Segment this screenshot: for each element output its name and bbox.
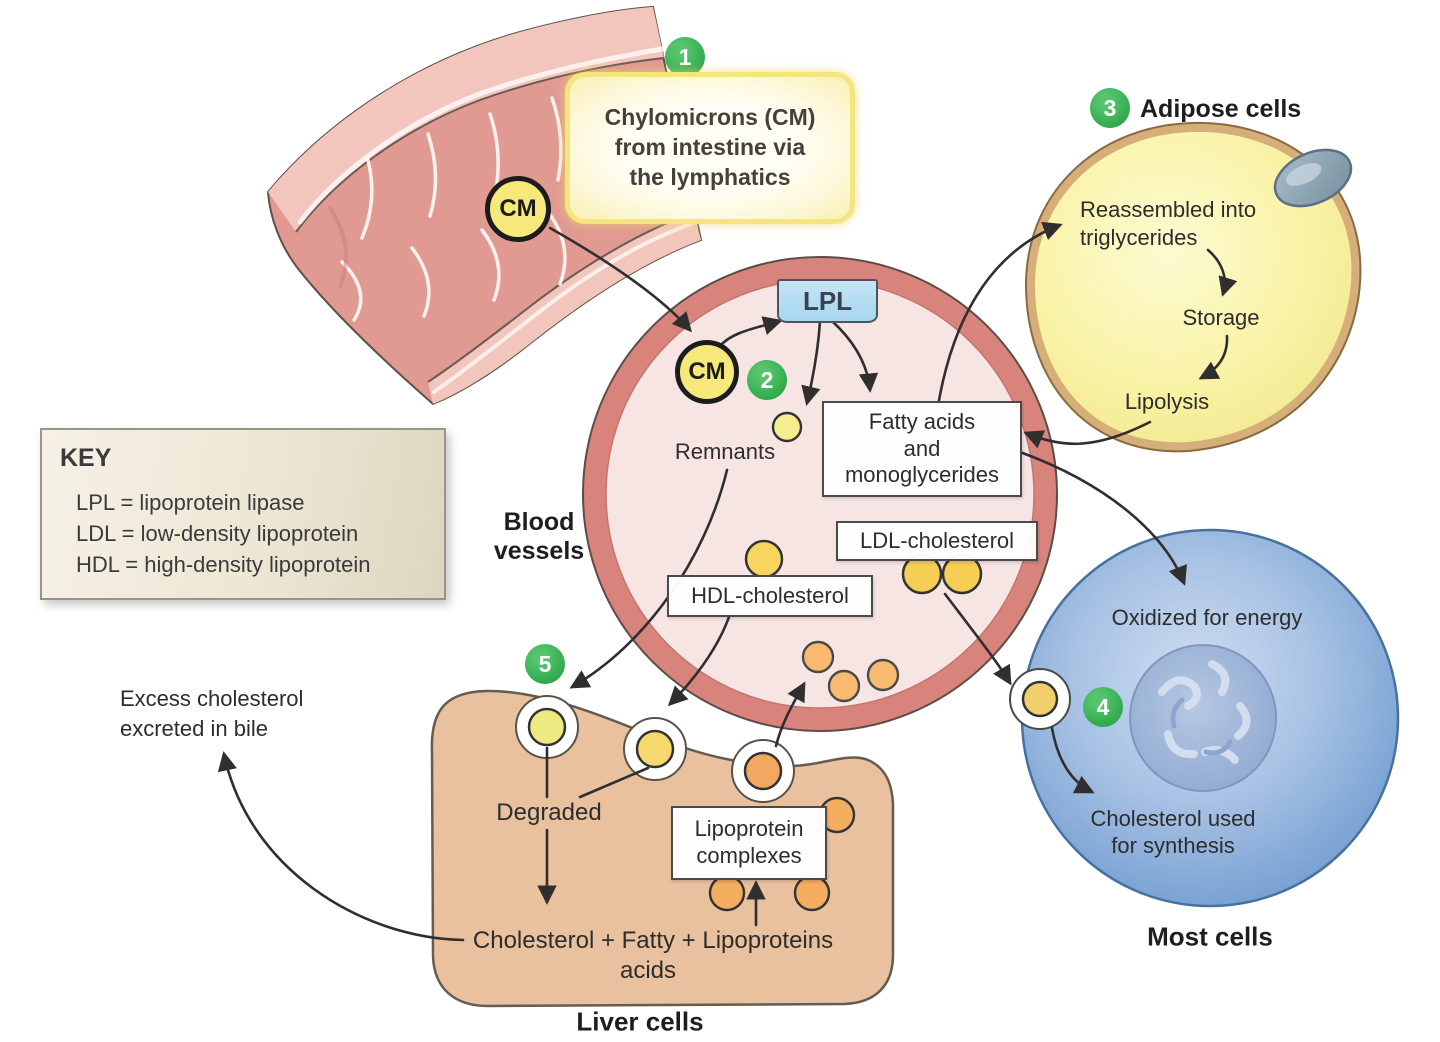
key-entry-hdl: HDL = high-density lipoprotein [76, 552, 371, 577]
blood-vessels-label: Blood vessels [493, 508, 585, 565]
adipose-nucleus [1273, 148, 1353, 208]
arrow-hdl-to-liver [667, 612, 732, 707]
lipolysis-label: Lipolysis [1124, 389, 1210, 414]
oxidized-label: Oxidized for energy [1111, 605, 1303, 630]
most-cells-title: Most cells [1147, 921, 1273, 952]
liver-cells-title: Liver cells [576, 1006, 704, 1037]
most-cells-nucleus [1129, 644, 1277, 792]
step-badge-4: 4 [1083, 687, 1123, 727]
lipoprotein-dot-liver [743, 751, 783, 791]
acids-label: acids [619, 957, 677, 984]
arrow-triglycerides-to-storage [1206, 248, 1238, 297]
hdl-dot-liver [635, 729, 675, 769]
arrow-ldl-to-cell-notch [943, 592, 1012, 686]
fatty-acids-box: Fatty acids and monoglycerides [822, 401, 1022, 497]
arrow-storage-to-lipolysis [1198, 334, 1229, 380]
arrow-cm-to-lpl [718, 316, 783, 348]
reassembled-label: Reassembled into triglycerides [1080, 197, 1257, 250]
arrow-notchdot-to-synthesis [1050, 726, 1095, 794]
adipose-cell-shape [1024, 121, 1362, 453]
arrow-cm-intestine-to-vessel [548, 226, 692, 333]
cholesterol-equation-label: Cholesterol + Fatty + Lipoproteins [472, 927, 834, 954]
chylomicron-callout-text: Chylomicrons (CM) from intestine via the… [604, 104, 816, 190]
remnant-dot [771, 411, 803, 443]
chylomicron-callout: Chylomicrons (CM) from intestine via the… [565, 72, 855, 224]
arrow-liver-to-vessel-lipoproteins [774, 681, 806, 748]
degraded-label: Degraded [496, 799, 602, 826]
lipoprotein-dot-vessel [866, 658, 900, 692]
cholesterol-synthesis-label: Cholesterol used for synthesis [1090, 806, 1256, 858]
key-legend: KEY LPL = lipoprotein lipase LDL = low-d… [40, 428, 446, 600]
arrow-lpl-to-remnant [801, 319, 822, 406]
hdl-cholesterol-box: HDL-cholesterol [667, 575, 873, 617]
lipoprotein-dot-vessel [801, 640, 835, 674]
step-badge-5: 5 [525, 644, 565, 684]
lipoprotein-complexes-box: Lipoprotein complexes [671, 806, 827, 880]
arrow-fatty-to-most-cells [1018, 450, 1187, 586]
hdl-dot [744, 539, 784, 579]
pointer-degraded-notch2 [578, 766, 650, 799]
ldl-cholesterol-box: LDL-cholesterol [836, 521, 1038, 561]
lpl-enzyme-box: LPL [777, 279, 878, 323]
step-badge-1: 1 [665, 37, 705, 77]
arrow-lpl-to-fatty-acids [830, 319, 879, 393]
excess-bile-label: Excess cholesterol excreted in bile [120, 686, 304, 741]
cholesterol-dot-entering-cell [1021, 680, 1059, 718]
vessel-particles [744, 411, 983, 703]
lipoprotein-dot-vessel [827, 669, 861, 703]
step-badge-3: 3 [1090, 88, 1130, 128]
cm-marker-intestine: CM [485, 176, 551, 242]
remnant-dot-liver [527, 707, 567, 747]
lipoprotein-dot [793, 874, 831, 912]
arrow-lipolysis-to-fatty [1023, 420, 1152, 449]
arrow-fatty-to-adipose [936, 221, 1063, 408]
most-cells-shape [1009, 528, 1400, 908]
key-entry-ldl: LDL = low-density lipoprotein [76, 521, 359, 546]
arrow-cholesterol-to-bile [217, 751, 465, 942]
adipose-cells-title: Adipose cells [1140, 95, 1302, 123]
lipoprotein-dot [708, 874, 746, 912]
key-title: KEY [60, 444, 112, 472]
step-badge-2: 2 [747, 360, 787, 400]
cm-marker-vessel: CM [675, 340, 739, 404]
remnants-label: Remnants [674, 439, 776, 464]
key-entry-lpl: LPL = lipoprotein lipase [76, 490, 305, 515]
storage-label: Storage [1182, 305, 1260, 330]
